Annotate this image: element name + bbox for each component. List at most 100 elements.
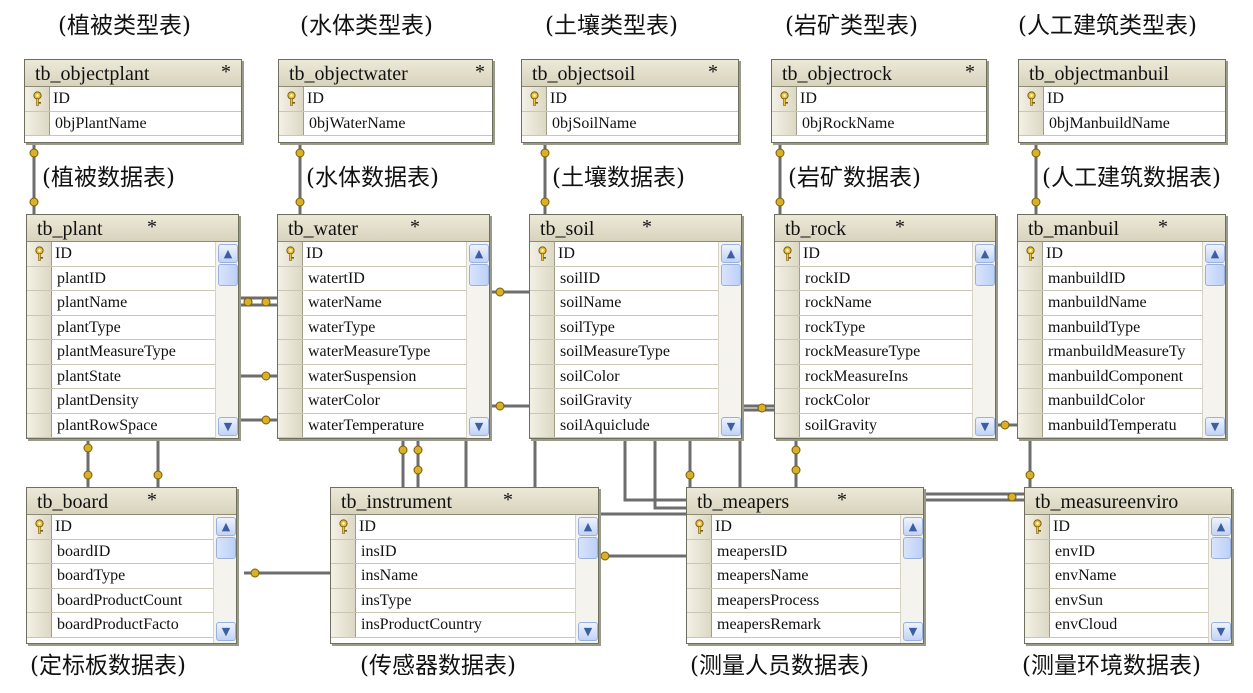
table-title[interactable]: tb_objectmanbuil xyxy=(1019,60,1225,87)
chevron-down-icon[interactable]: ▼ xyxy=(1205,417,1225,436)
row-selector[interactable] xyxy=(278,364,303,388)
row-selector[interactable] xyxy=(25,111,50,135)
field-row[interactable]: 0bjRockName xyxy=(772,111,986,136)
chevron-down-icon[interactable]: ▼ xyxy=(721,417,741,436)
row-selector[interactable] xyxy=(331,588,356,612)
field-row[interactable]: ID xyxy=(687,515,923,540)
chevron-up-icon[interactable]: ▲ xyxy=(218,244,238,263)
field-row[interactable]: plantName xyxy=(27,291,238,316)
row-selector[interactable] xyxy=(530,389,555,413)
row-selector[interactable] xyxy=(278,291,303,315)
field-row[interactable]: ID xyxy=(530,242,741,267)
row-selector[interactable] xyxy=(279,111,304,135)
scrollbar[interactable]: ▲▼ xyxy=(575,515,598,643)
table-title[interactable]: tb_objectplant* xyxy=(25,60,241,87)
scrollbar[interactable]: ▲▼ xyxy=(213,515,236,643)
row-selector[interactable] xyxy=(687,515,712,539)
field-row[interactable]: ID xyxy=(331,515,598,540)
chevron-up-icon[interactable]: ▲ xyxy=(1205,244,1225,263)
chevron-up-icon[interactable]: ▲ xyxy=(1211,517,1231,536)
table-title[interactable]: tb_measureenviro xyxy=(1025,488,1231,515)
field-row[interactable]: envID xyxy=(1025,539,1231,564)
field-row[interactable]: rockMeasureType xyxy=(775,340,995,365)
row-selector[interactable] xyxy=(775,340,800,364)
field-row[interactable]: rockID xyxy=(775,266,995,291)
chevron-down-icon[interactable]: ▼ xyxy=(903,622,923,641)
row-selector[interactable] xyxy=(775,291,800,315)
row-selector[interactable] xyxy=(1018,291,1043,315)
field-row[interactable]: watertID xyxy=(278,266,489,291)
row-selector[interactable] xyxy=(530,315,555,339)
scroll-thumb[interactable] xyxy=(216,537,236,559)
field-row[interactable]: rockName xyxy=(775,291,995,316)
table-title[interactable]: tb_soil* xyxy=(530,215,741,242)
row-selector[interactable] xyxy=(775,266,800,290)
field-row[interactable]: boardType xyxy=(27,564,236,589)
field-row[interactable]: meapersName xyxy=(687,564,923,589)
row-selector[interactable] xyxy=(1018,364,1043,388)
row-selector[interactable] xyxy=(27,266,52,290)
row-selector[interactable] xyxy=(27,413,52,437)
field-row[interactable]: ID xyxy=(1019,87,1225,112)
scroll-thumb[interactable] xyxy=(469,264,489,286)
chevron-down-icon[interactable]: ▼ xyxy=(975,417,995,436)
field-row[interactable]: manbuildColor xyxy=(1018,389,1225,414)
scroll-thumb[interactable] xyxy=(218,264,238,286)
field-row[interactable]: boardProductFacto xyxy=(27,613,236,638)
field-row[interactable]: boardID xyxy=(27,539,236,564)
row-selector[interactable] xyxy=(775,389,800,413)
field-row[interactable]: waterMeasureType xyxy=(278,340,489,365)
row-selector[interactable] xyxy=(1018,340,1043,364)
field-row[interactable]: ID xyxy=(25,87,241,112)
field-row[interactable]: waterTemperature xyxy=(278,413,489,438)
field-row[interactable]: soilName xyxy=(530,291,741,316)
field-row[interactable]: soilGravity xyxy=(530,389,741,414)
chevron-down-icon[interactable]: ▼ xyxy=(578,622,598,641)
field-row[interactable]: plantID xyxy=(27,266,238,291)
row-selector[interactable] xyxy=(279,87,304,111)
row-selector[interactable] xyxy=(278,315,303,339)
field-row[interactable]: rmanbuildMeasureTy xyxy=(1018,340,1225,365)
field-row[interactable]: soilID xyxy=(530,266,741,291)
field-row[interactable]: soilMeasureType xyxy=(530,340,741,365)
table-title[interactable]: tb_objectsoil* xyxy=(522,60,738,87)
row-selector[interactable] xyxy=(1025,564,1050,588)
table-title[interactable]: tb_rock* xyxy=(775,215,995,242)
row-selector[interactable] xyxy=(530,340,555,364)
row-selector[interactable] xyxy=(27,242,52,266)
field-row[interactable]: manbuildType xyxy=(1018,315,1225,340)
field-row[interactable]: envSun xyxy=(1025,588,1231,613)
row-selector[interactable] xyxy=(522,111,547,135)
field-row[interactable]: soilAquiclude xyxy=(530,413,741,438)
row-selector[interactable] xyxy=(530,413,555,437)
row-selector[interactable] xyxy=(775,364,800,388)
row-selector[interactable] xyxy=(27,564,52,588)
row-selector[interactable] xyxy=(278,340,303,364)
row-selector[interactable] xyxy=(775,315,800,339)
row-selector[interactable] xyxy=(687,588,712,612)
row-selector[interactable] xyxy=(27,539,52,563)
field-row[interactable]: meapersProcess xyxy=(687,588,923,613)
chevron-down-icon[interactable]: ▼ xyxy=(1211,622,1231,641)
scrollbar[interactable]: ▲▼ xyxy=(215,242,238,438)
row-selector[interactable] xyxy=(278,242,303,266)
field-row[interactable]: boardProductCount xyxy=(27,588,236,613)
field-row[interactable]: rockColor xyxy=(775,389,995,414)
